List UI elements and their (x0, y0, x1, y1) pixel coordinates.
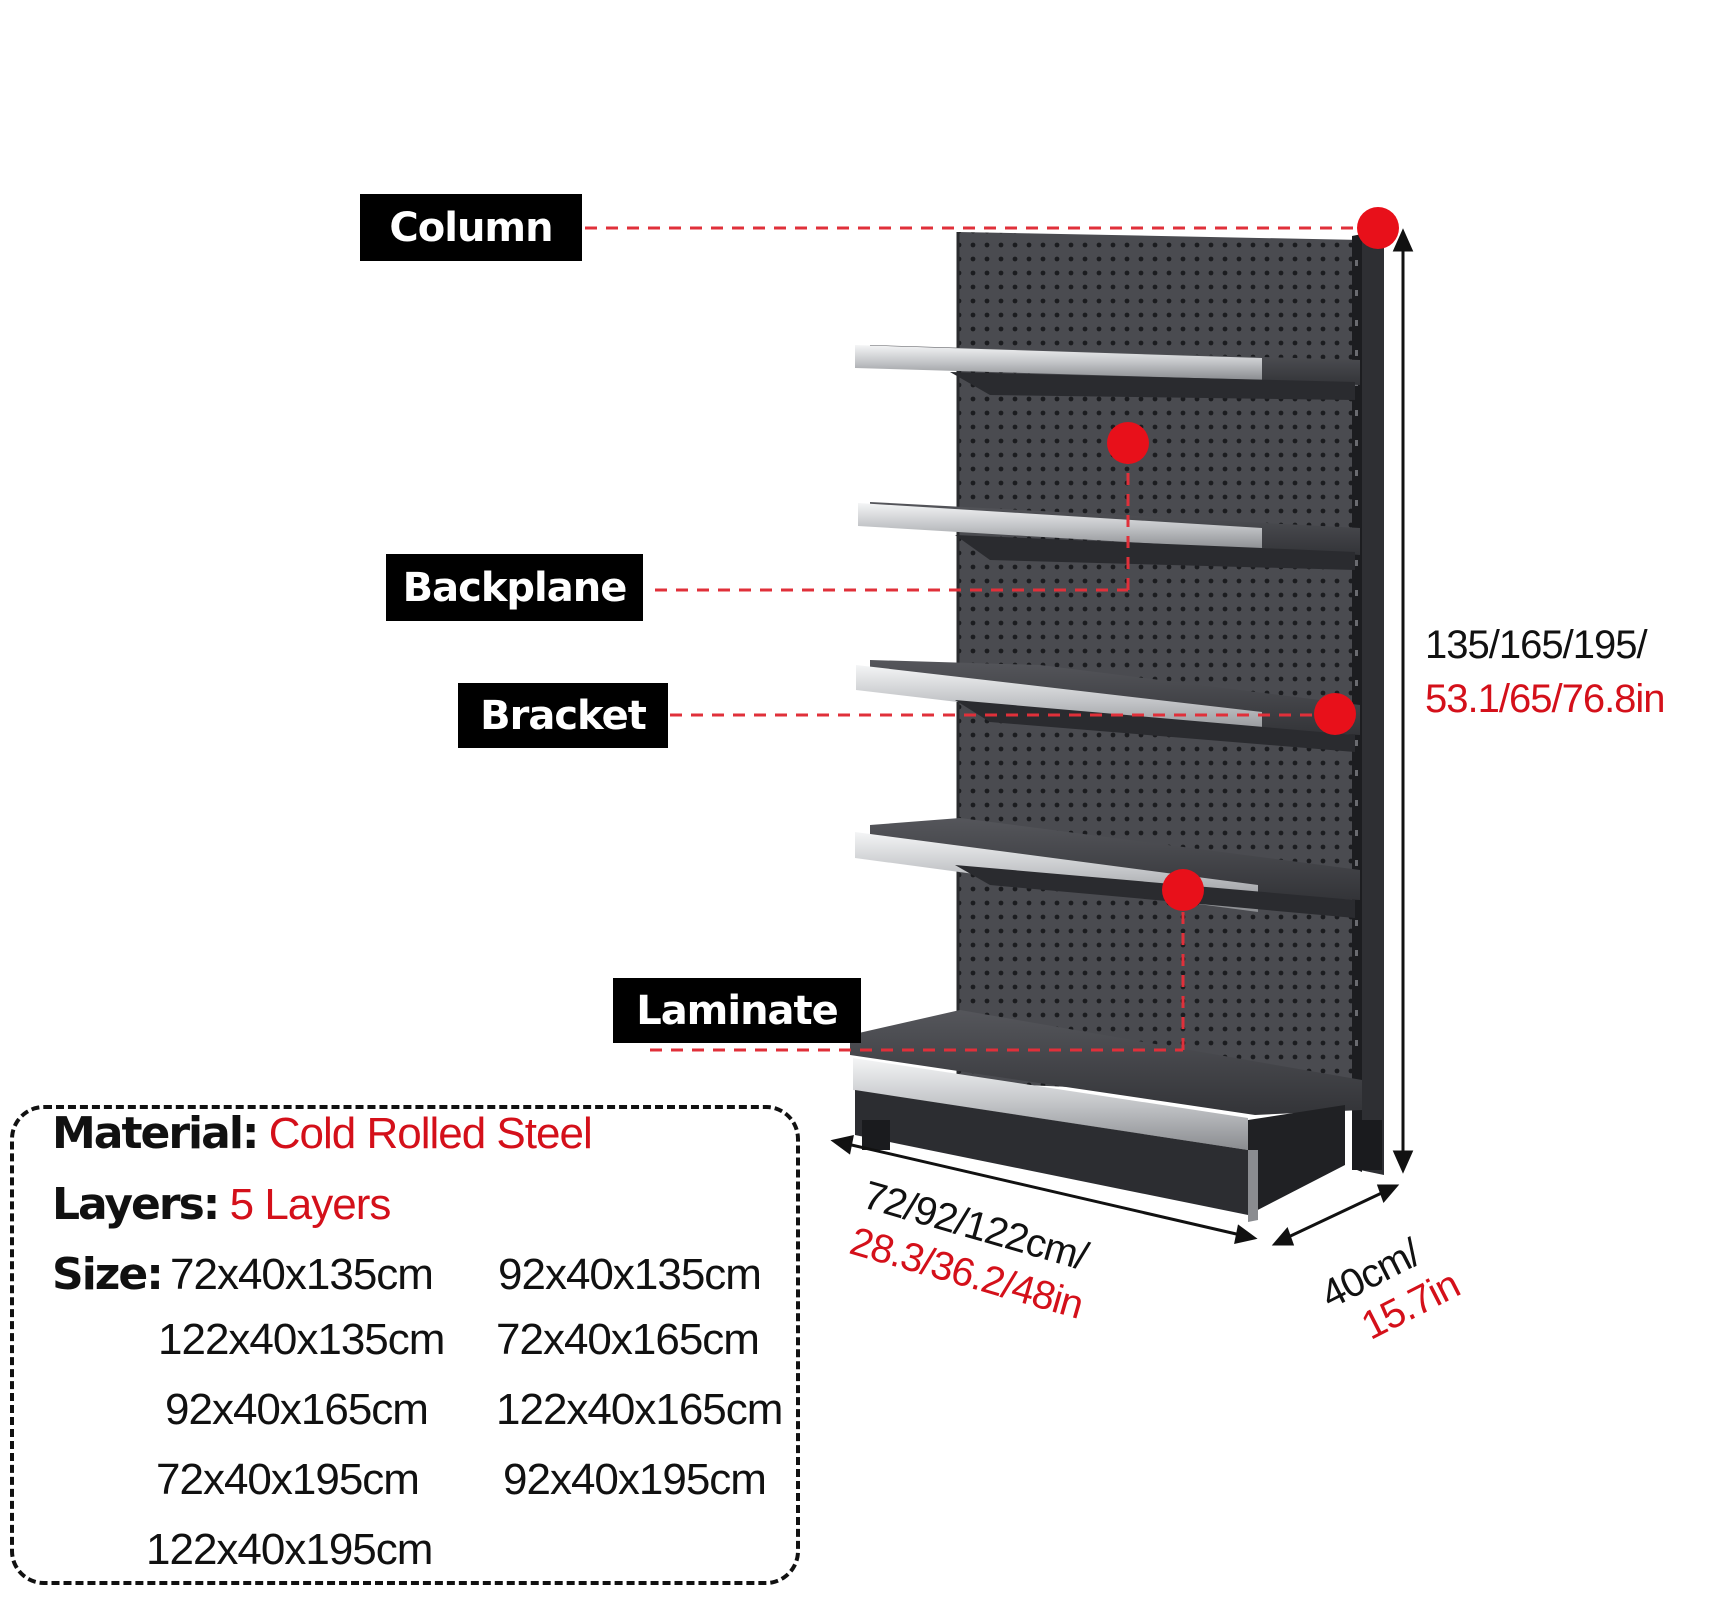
column-label: Column (360, 194, 582, 261)
marker-dots (1107, 207, 1399, 911)
spec-box (10, 1105, 800, 1585)
bracket-label: Bracket (458, 683, 668, 748)
layers-row: Layers: 5 Layers (52, 1180, 392, 1229)
leader-lines (585, 226, 1370, 1052)
bracket-marker (1314, 693, 1356, 735)
size-option: 92x40x165cm (165, 1385, 429, 1434)
size-option: 92x40x135cm (498, 1250, 762, 1299)
laminate-label: Laminate (613, 978, 861, 1043)
height-arrowhead-bottom (1392, 1150, 1414, 1174)
width-arrow (842, 1141, 1246, 1238)
material-label: Material: (52, 1108, 260, 1159)
size-label: Size: (52, 1249, 164, 1300)
laminate-base (850, 1010, 1382, 1222)
size-option: 72x40x165cm (496, 1315, 760, 1364)
shelf-2 (858, 502, 1360, 570)
height-dimension: 135/165/195/ 53.1/65/76.8in (1425, 623, 1666, 721)
dimension-arrows (830, 228, 1414, 1246)
backplane-marker (1107, 422, 1149, 464)
size-option: 72x40x195cm (156, 1455, 420, 1504)
column-upright (1352, 234, 1384, 1175)
width-arrowhead-right (1234, 1224, 1258, 1244)
size-option: 122x40x165cm (496, 1385, 783, 1434)
size-option: 122x40x195cm (146, 1525, 433, 1574)
depth-arrowhead-left (1271, 1227, 1295, 1246)
laminate-marker (1162, 869, 1204, 911)
size-option: 72x40x135cm (170, 1250, 434, 1299)
material-row: Material: Cold Rolled Steel (52, 1109, 593, 1158)
size-option: 122x40x135cm (158, 1315, 445, 1364)
depth-arrow (1281, 1188, 1389, 1242)
column-marker (1357, 207, 1399, 249)
height-in: 53.1/65/76.8in (1425, 677, 1666, 721)
backplane-label: Backplane (386, 554, 643, 621)
width-arrowhead-left (830, 1135, 854, 1155)
size-row-label: Size: (52, 1253, 164, 1297)
shelf-1 (855, 345, 1360, 400)
material-value: Cold Rolled Steel (268, 1109, 593, 1158)
shelf-4 (855, 818, 1360, 918)
depth-arrowhead-right (1376, 1184, 1400, 1203)
size-option: 92x40x195cm (503, 1455, 767, 1504)
height-cm: 135/165/195/ (1425, 623, 1648, 667)
layers-value: 5 Layers (229, 1180, 392, 1229)
layers-label: Layers: (52, 1179, 220, 1230)
height-arrowhead-top (1392, 228, 1414, 252)
